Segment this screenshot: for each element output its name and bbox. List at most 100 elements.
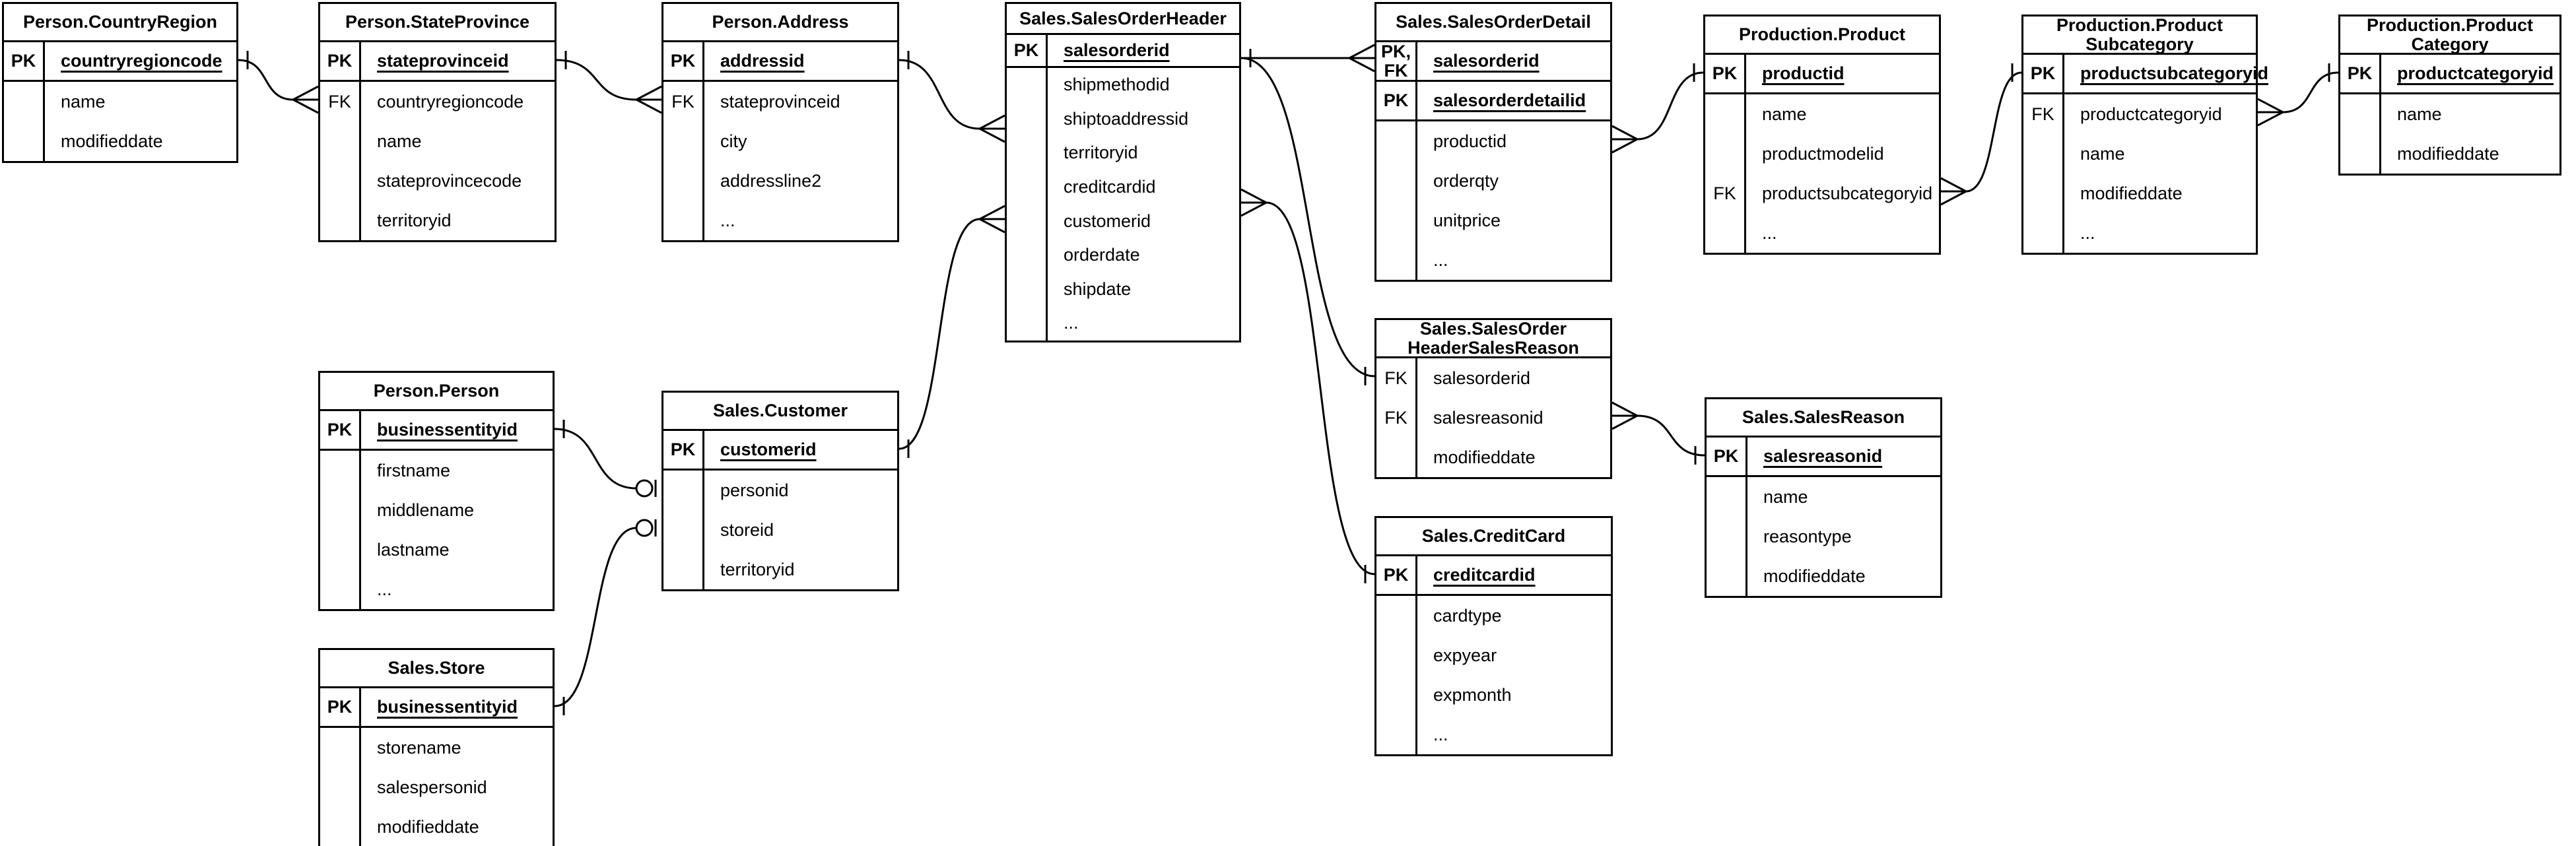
entity-title-line: Sales.SalesOrderHeader [1019,8,1227,28]
attribute-name: productmodelid [1762,143,1884,164]
attribute-label-empty [4,82,43,121]
relationship-customer-salesorderheader[interactable] [898,218,980,450]
crows-foot-salesorderdetail-product [1611,125,1638,141]
attribute-name: orderdate [1064,245,1140,265]
attribute-label-empty [1376,635,1415,675]
attribute-name: name [2397,104,2442,124]
relationship-stateprovince-address[interactable] [556,59,637,101]
attribute-name: name [377,131,422,151]
entity-title-line: Sales.SalesReason [1742,407,1905,427]
entity-title-line: Sales.Store [388,658,485,678]
attribute-label-empty [1705,134,1744,174]
attribute-name: salesorderid [1433,368,1531,388]
relationship-salesorderdetail-product[interactable] [1637,71,1704,141]
relationship-countryregion-stateprovince[interactable] [238,59,294,101]
relationship-salesorderheader-creditcard[interactable] [1266,201,1375,575]
relationship-store-customer[interactable] [554,527,637,707]
attribute-name: salesreasonid [1433,407,1543,428]
entity-title-line: Sales.SalesOrder [1419,318,1567,339]
fk-label: FK [328,91,351,112]
crows-foot-product-productsubcategory [1940,177,1967,193]
relationship-address-salesorderheader[interactable] [898,59,980,130]
attribute-label-empty [663,121,702,161]
attribute-name: modifieddate [61,131,163,151]
attribute-name-column: salesorderid salesreasonid modifieddate [1417,358,1610,477]
attribute-label-empty [1707,556,1746,596]
attribute-label-empty [2340,134,2379,174]
entity-title: Sales.SalesOrderDetail [1376,4,1610,42]
attribute-name: ... [720,210,735,230]
fk-label: FK [2031,104,2054,124]
crows-foot-address-salesorderheader [979,114,1005,130]
attribute-label-column [2340,94,2381,174]
attribute-label-empty [1007,68,1046,102]
attribute-name: productid [1433,131,1507,151]
attribute-name: modifieddate [1433,447,1536,467]
crows-foot-productsubcategory-productcategory [2257,98,2284,114]
key-attribute-name: stateprovinceid [377,51,509,71]
key-attribute-name: productsubcategoryid [2080,63,2269,83]
attribute-name: storeid [720,519,774,540]
key-attribute-name: countryregioncode [61,51,222,71]
attribute-label-empty [320,807,359,846]
key-attribute-name: businessentityid [377,697,518,717]
attribute-label-empty [320,201,359,240]
attribute-label-empty [1376,596,1415,635]
attribute-name: name [2080,143,2125,164]
attribute-label-empty [1707,517,1746,556]
key-label: PK [1007,35,1048,66]
crows-foot-countryregion-stateprovince [292,85,319,101]
relationship-person-customer[interactable] [554,428,637,490]
crows-foot-address-salesorderheader [979,127,1005,143]
attribute-label-empty [320,451,359,490]
relationship-salesorderheader-salesorderheadersalesreason[interactable] [1240,57,1375,377]
entity-title: Person.Address [663,4,897,42]
attribute-label-empty [320,569,359,609]
attribute-label-empty [2023,134,2062,174]
crows-foot-stateprovince-address [636,98,662,114]
attribute-label-empty [320,490,359,530]
relationship-product-productsubcategory[interactable] [1965,71,2022,193]
entity-title: Sales.Store [320,650,553,688]
entity-title-line: Person.Address [712,12,849,32]
attribute-name: customerid [1064,211,1151,231]
fk-label: FK [1713,183,1736,203]
attribute-name: ... [1762,222,1777,243]
key-label: PK [2340,55,2381,92]
attribute-name: ... [1433,249,1448,270]
entity-title-line: Subcategory [2085,34,2194,54]
attribute-label-empty [1376,438,1415,477]
crows-foot-product-productsubcategory [1940,190,1967,206]
relationship-salesorderheadersalesreason-salesreason[interactable] [1637,414,1705,457]
attribute-label-column [1376,596,1417,754]
attribute-label-column [1707,477,1747,596]
